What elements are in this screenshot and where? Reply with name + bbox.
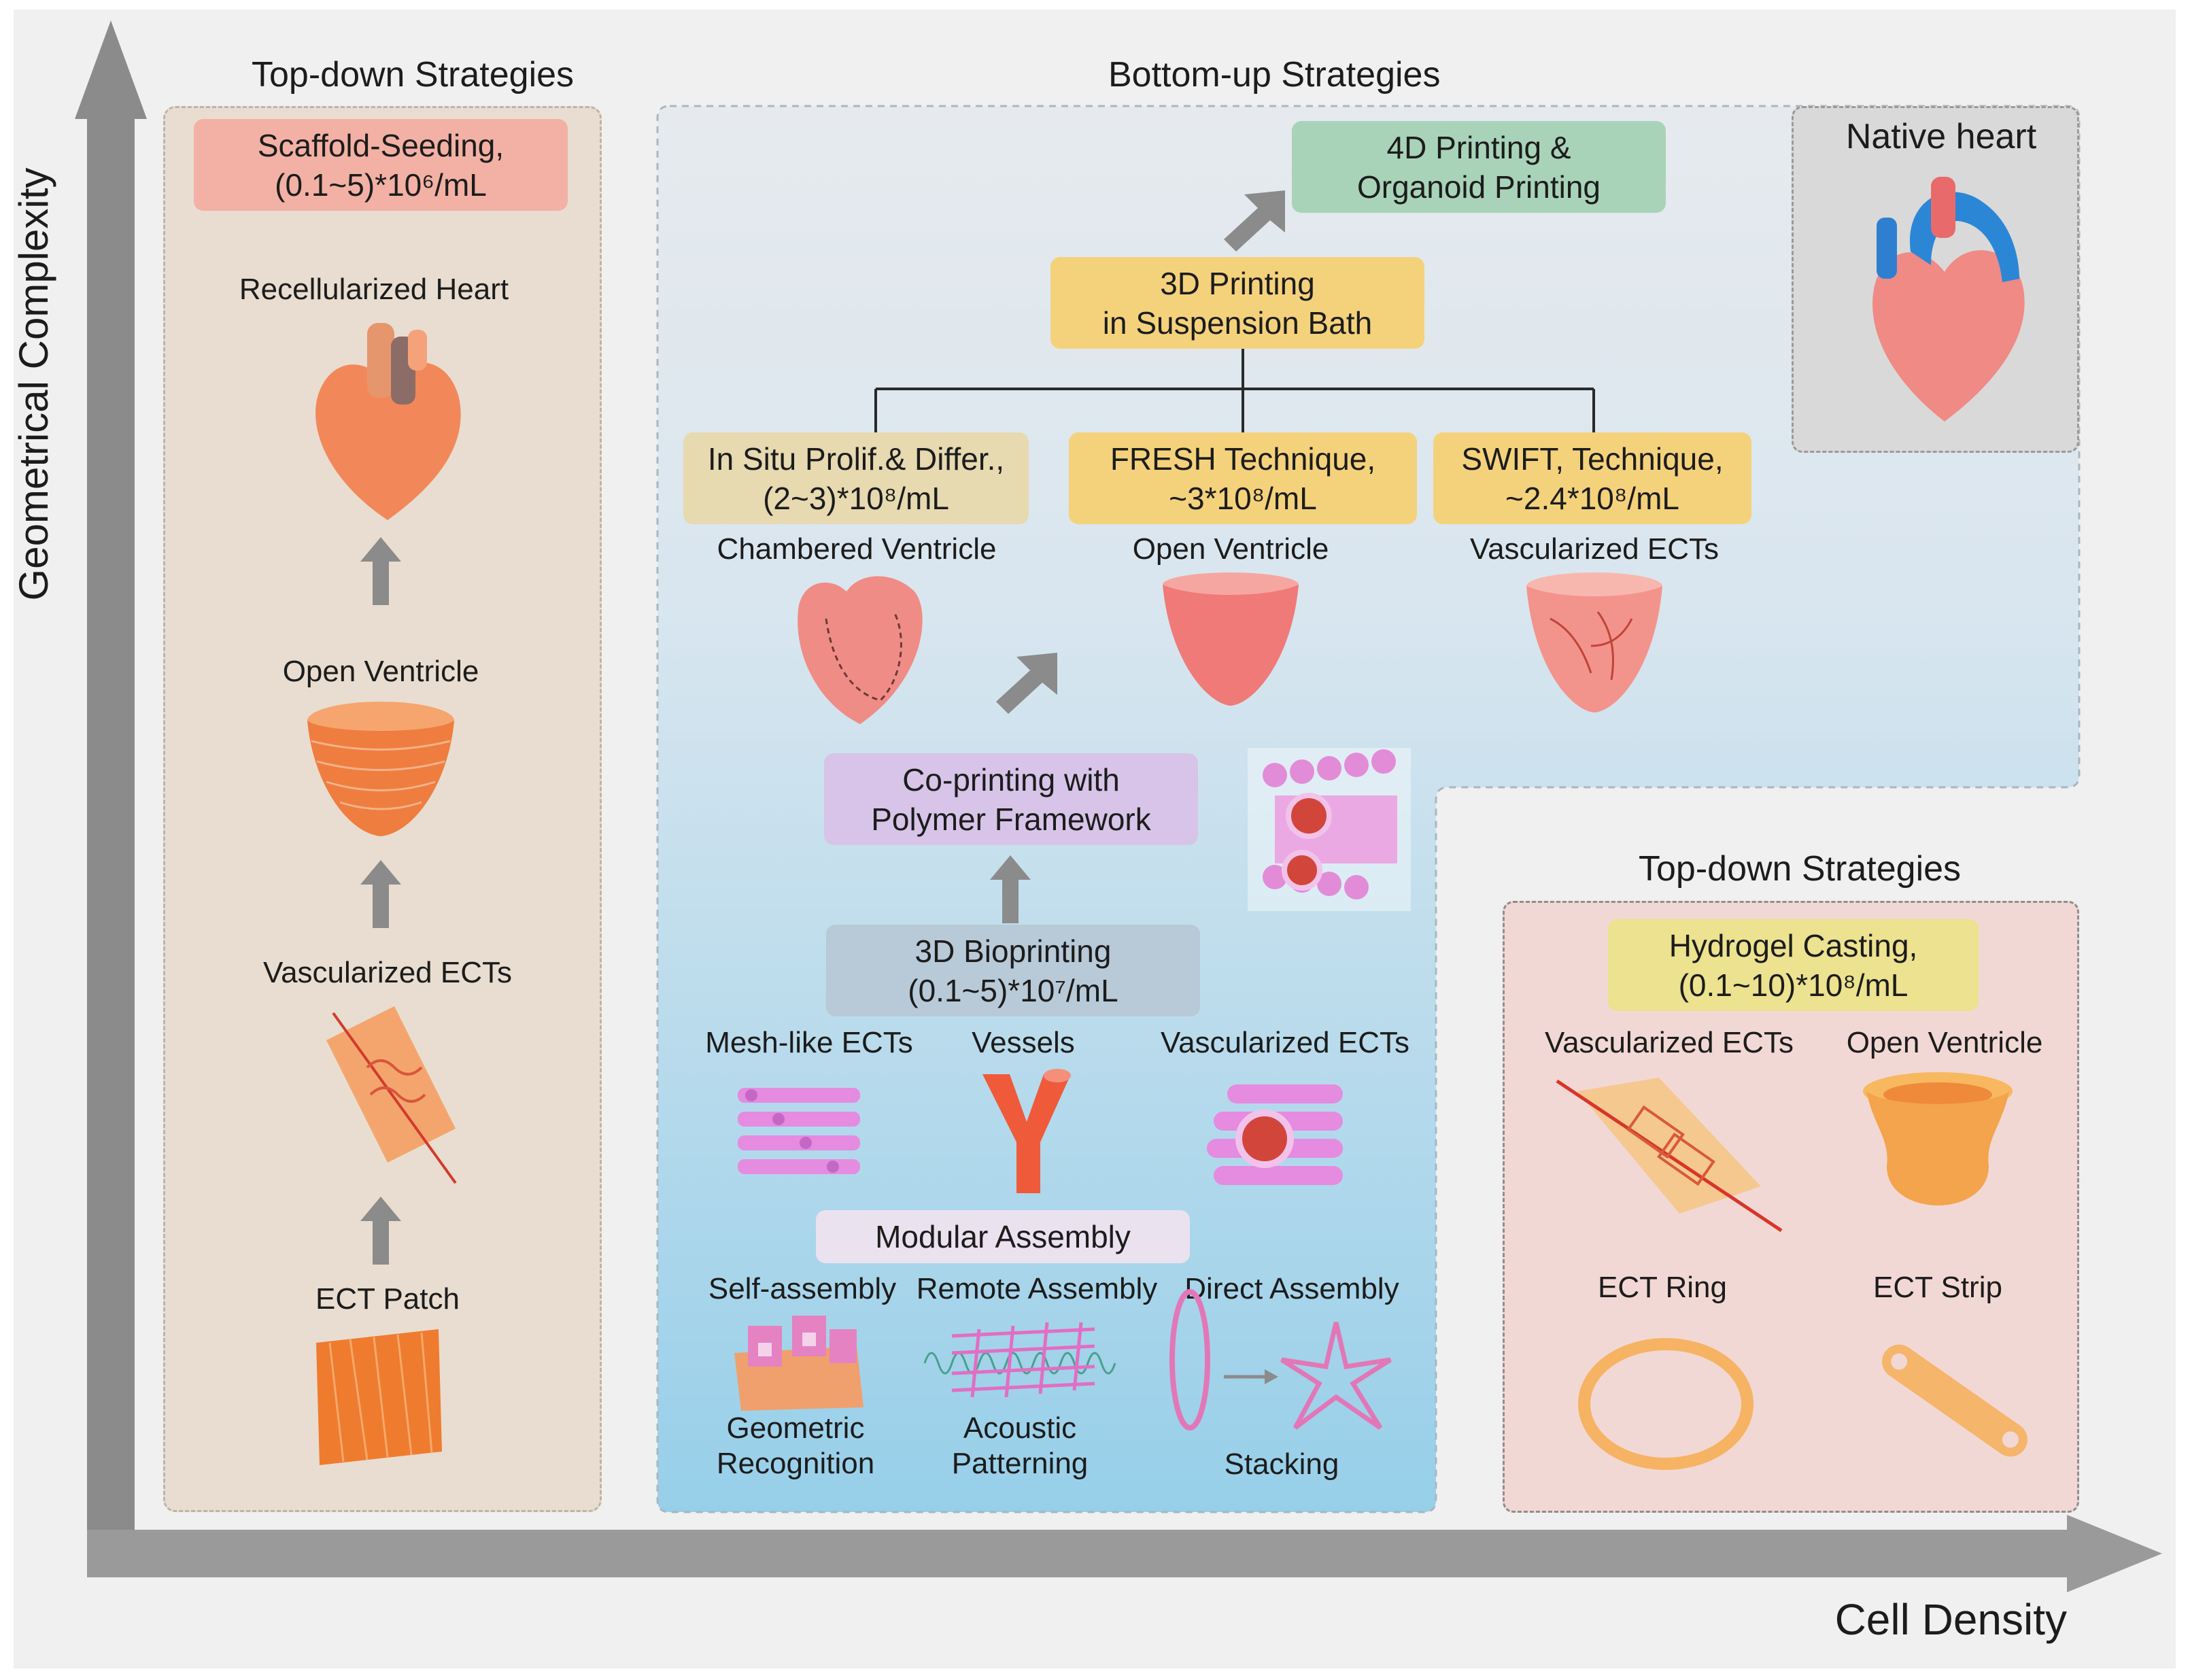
right-arrow-icon: [1224, 1369, 1278, 1384]
fresh-technique-box: FRESH Technique, ~3*10⁸/mL: [1069, 432, 1417, 524]
vascularized-ect-icon: [326, 1006, 457, 1184]
in-situ-box: In Situ Prolif.& Differ., (2~3)*10⁸/mL: [683, 432, 1029, 524]
open-ventricle-label: Open Ventricle: [282, 655, 479, 688]
diagonal-arrow-icon: [996, 653, 1057, 714]
left-panel-title: Top-down Strategies: [252, 55, 575, 95]
open-ventricle-label: Open Ventricle: [1846, 1026, 2043, 1059]
mesh-like-ects-label: Mesh-like ECTs: [705, 1026, 913, 1059]
ect-ring-icon: [1578, 1338, 1753, 1470]
direct-assembly-ring-icon: [1169, 1289, 1210, 1430]
suspension-bath-box: 3D Printing in Suspension Bath: [1050, 257, 1424, 349]
recellularized-heart-label: Recellularized Heart: [239, 273, 509, 306]
co-printing-box: Co-printing with Polymer Framework: [824, 753, 1198, 845]
remote-assembly-label: Remote Assembly: [916, 1272, 1158, 1305]
open-ventricle-cup-icon: [1863, 1072, 2013, 1205]
recellularized-heart-icon: [315, 323, 461, 520]
vascularized-ects-label: Vascularized ECTs: [263, 956, 512, 989]
scaffold-seeding-box: Scaffold-Seeding, (0.1~5)*10⁶/mL: [194, 119, 568, 211]
geometric-recognition-icon: [734, 1316, 863, 1411]
vessel-icon: [982, 1069, 1071, 1193]
ect-patch-label: ECT Patch: [315, 1282, 460, 1316]
direct-assembly-label: Direct Assembly: [1184, 1272, 1399, 1305]
up-arrow-icon: [360, 860, 401, 928]
swift-technique-box: SWIFT, Technique, ~2.4*10⁸/mL: [1433, 432, 1751, 524]
chambered-ventricle-icon: [798, 576, 923, 724]
ect-strip-icon: [1882, 1344, 2028, 1457]
geometric-recognition-label: Geometric Recognition: [716, 1411, 875, 1480]
up-arrow-icon: [990, 855, 1031, 923]
vascularized-bundle-icon: [1207, 1084, 1343, 1185]
vessels-label: Vessels: [972, 1026, 1075, 1059]
open-ventricle-red-icon: [1163, 572, 1299, 706]
self-assembly-label: Self-assembly: [708, 1272, 897, 1305]
3d-bioprinting-box: 3D Bioprinting (0.1~5)*10⁷/mL: [826, 925, 1200, 1016]
ect-strip-label: ECT Strip: [1873, 1271, 2002, 1304]
vascularized-ventricle-icon: [1526, 572, 1662, 713]
middle-panel-title: Bottom-up Strategies: [1108, 55, 1441, 95]
diagonal-arrow-icon: [1224, 190, 1285, 252]
up-arrow-icon: [360, 537, 401, 605]
polymer-framework-icon: [1248, 748, 1411, 911]
mesh-like-ect-icon: [738, 1088, 860, 1174]
ect-ring-label: ECT Ring: [1598, 1271, 1727, 1304]
up-arrow-icon: [360, 1197, 401, 1265]
vascularized-ects-label: Vascularized ECTs: [1545, 1026, 1794, 1059]
vascularized-ect-slab-icon: [1556, 1078, 1783, 1233]
native-heart-label: Native heart: [1845, 117, 2037, 156]
native-heart-icon: [1872, 177, 2025, 422]
acoustic-patterning-icon: [923, 1322, 1116, 1398]
vascularized-ects-label: Vascularized ECTs: [1470, 532, 1719, 566]
x-axis-label: Cell Density: [1834, 1595, 2067, 1644]
4d-printing-box: 4D Printing & Organoid Printing: [1292, 121, 1666, 213]
stacking-star-icon: [1280, 1322, 1392, 1430]
open-ventricle-label: Open Ventricle: [1132, 532, 1329, 566]
hydrogel-casting-box: Hydrogel Casting, (0.1~10)*10⁸/mL: [1608, 919, 1979, 1011]
open-ventricle-icon: [307, 702, 454, 836]
acoustic-patterning-label: Acoustic Patterning: [951, 1411, 1089, 1480]
vascularized-ects-label: Vascularized ECTs: [1161, 1026, 1409, 1059]
modular-assembly-box: Modular Assembly: [816, 1210, 1190, 1263]
stacking-label: Stacking: [1224, 1447, 1339, 1481]
ect-patch-icon: [316, 1329, 442, 1465]
right-panel-title: Top-down Strategies: [1639, 849, 1962, 889]
chambered-ventricle-label: Chambered Ventricle: [717, 532, 997, 566]
